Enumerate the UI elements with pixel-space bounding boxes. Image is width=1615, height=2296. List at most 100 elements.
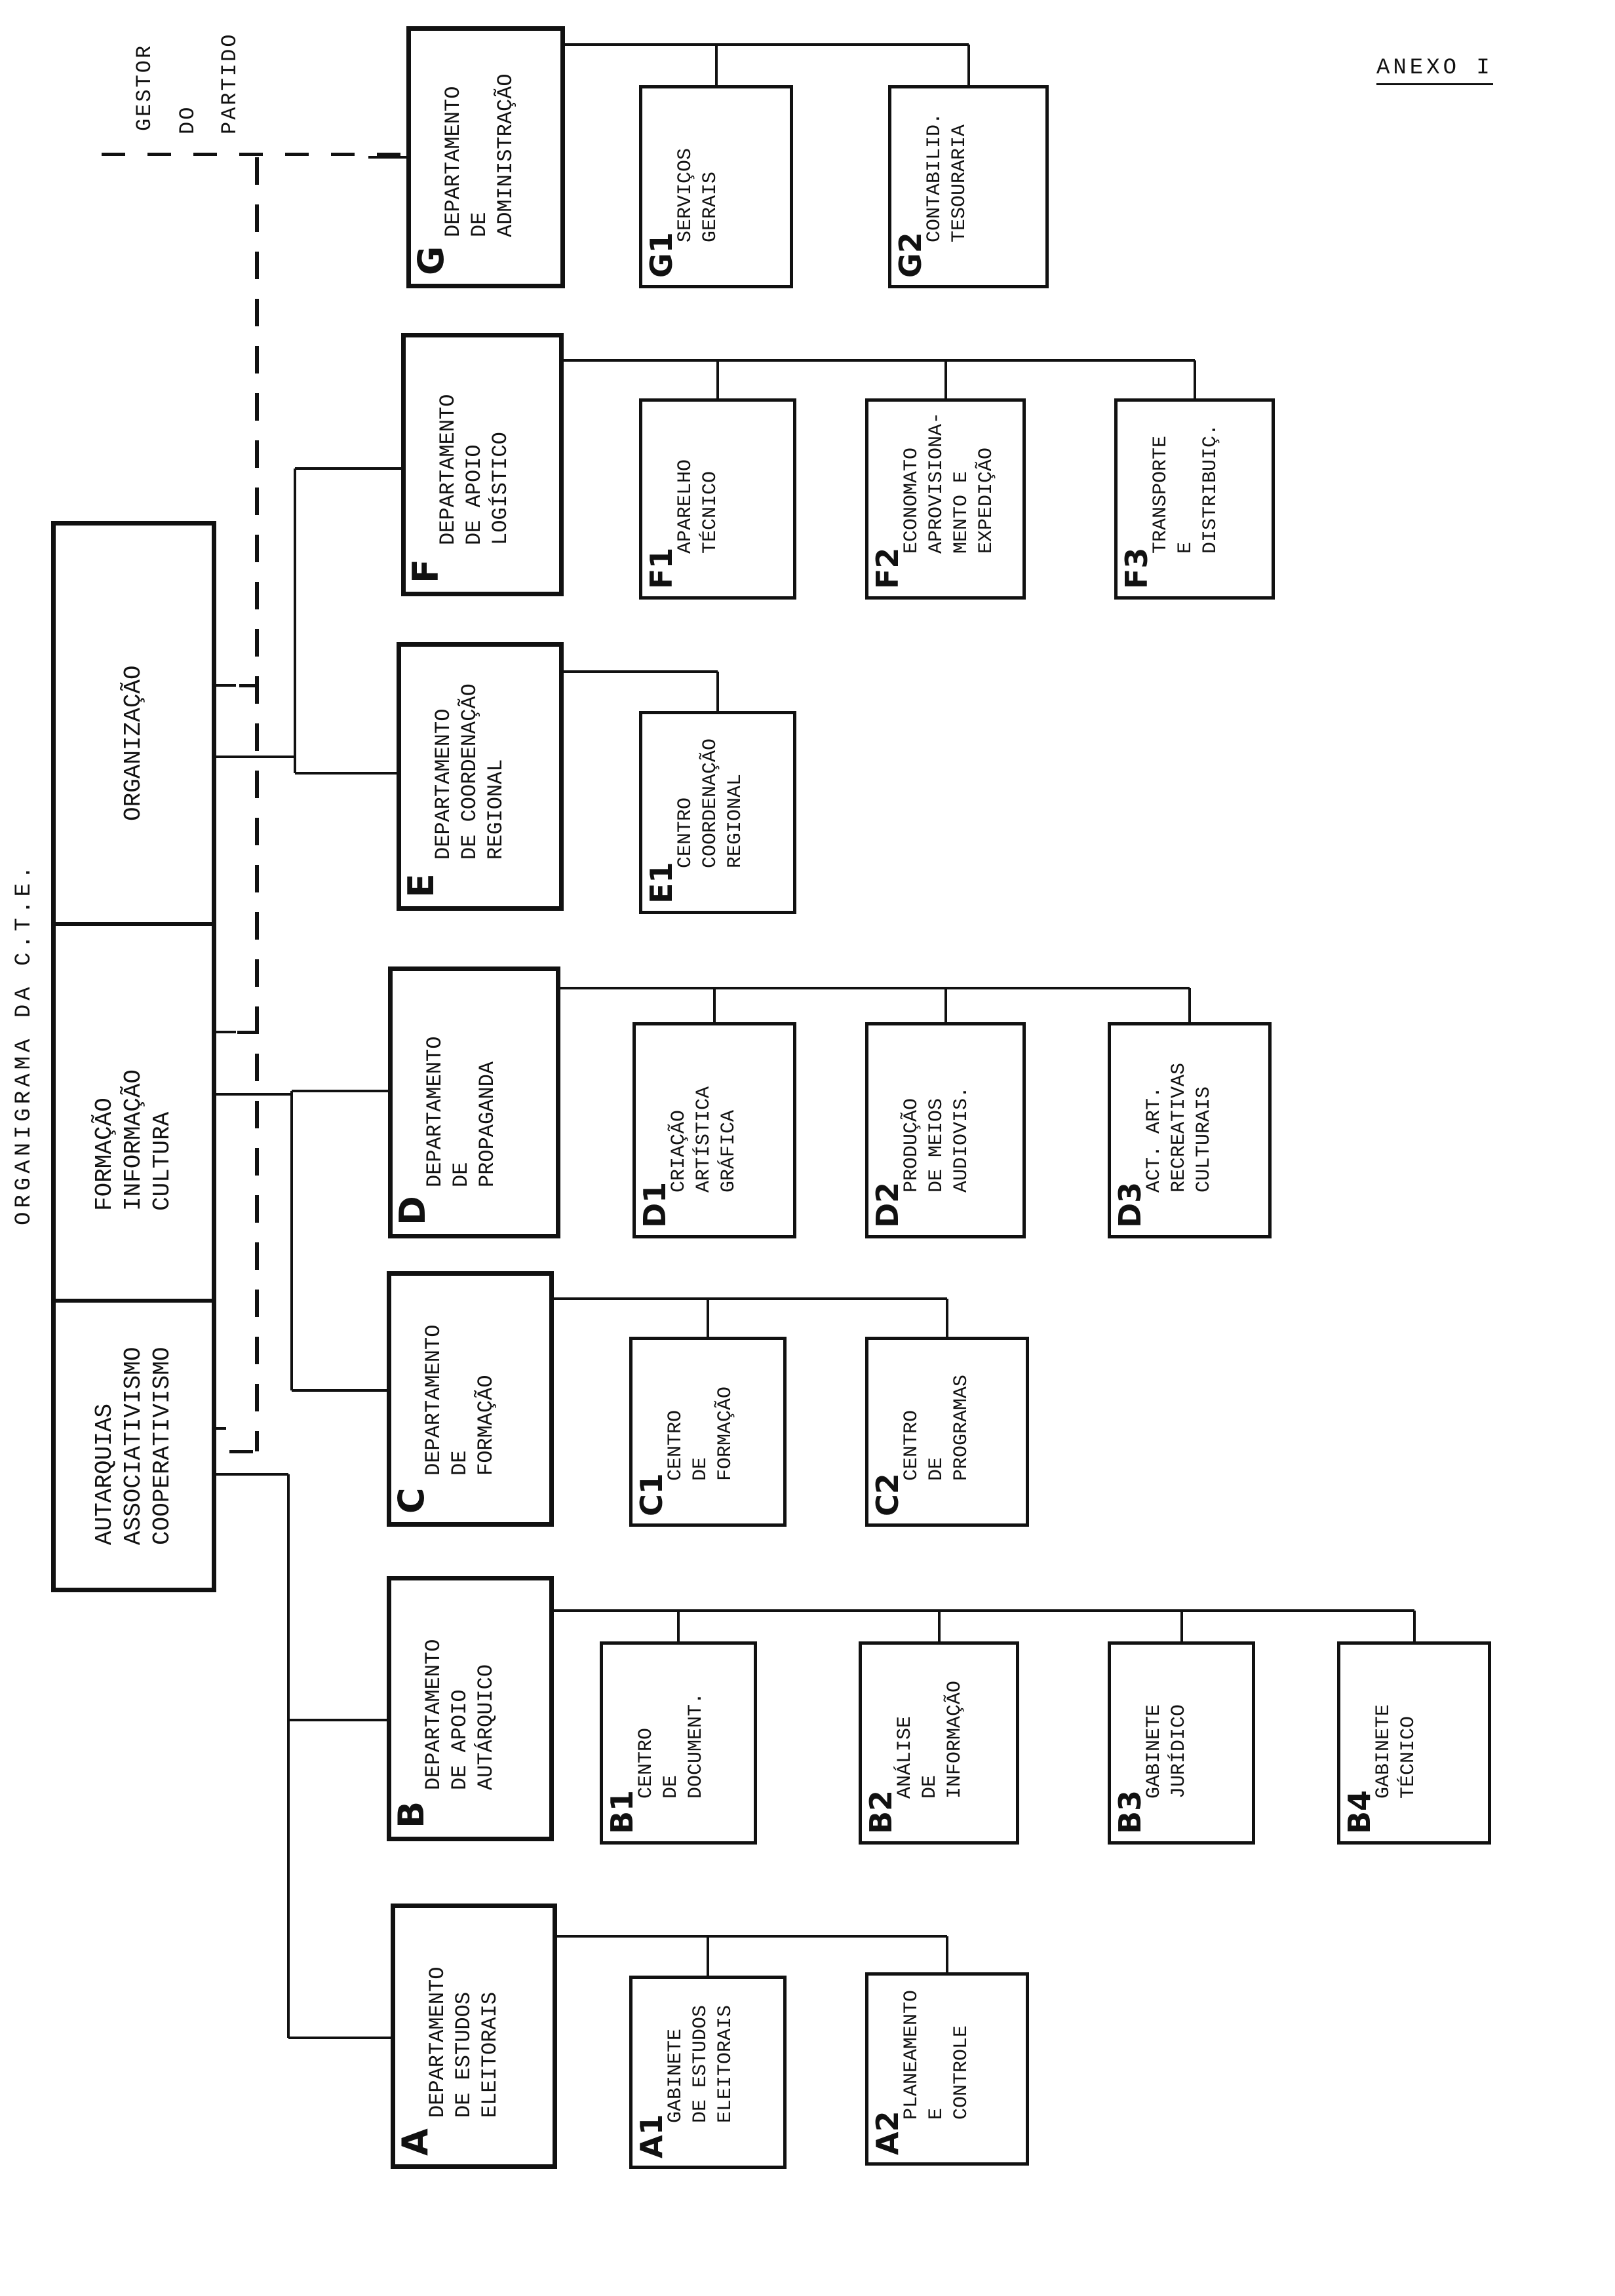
unit-g2-box[interactable] [888,85,1049,288]
manager-dashed-line [255,535,259,562]
label-line: ADMINISTRAÇÃO [494,73,518,237]
unit-code: G2 [893,232,928,278]
label-line: DE ESTUDOS [452,1991,476,2118]
unit-b1-box[interactable] [600,1641,757,1845]
label-line: DEPARTAMENTO [441,86,465,237]
unit-code: D2 [870,1181,905,1228]
unit-connector [944,360,947,398]
manager-dashed-line [255,1006,259,1034]
unit-a2-box[interactable] [865,1972,1029,2166]
manager-dashed-line [255,157,259,185]
label-line: CRIAÇÃO [668,1109,690,1193]
department-d-box[interactable] [388,966,560,1238]
label-line: DEPARTAMENTO [423,1036,447,1187]
area-tie [216,1427,226,1430]
manager-dashed-line [255,1384,259,1411]
manager-label-line: DO [176,105,200,134]
central-committee-box[interactable] [51,521,216,1592]
label-line: EXPEDIÇÃO [975,447,998,554]
label-line: DE [925,1457,948,1481]
unit-connector [967,45,970,85]
label-line: AUDIOVIS. [950,1086,973,1193]
label-line: INFORMAÇÃO [120,1069,147,1211]
label-line: DE APOIO [448,1689,472,1790]
unit-connector [1180,1611,1183,1641]
area-tie [216,1031,236,1033]
unit-connector [946,1936,948,1972]
manager-dashed-line [255,818,259,845]
unit-a1-box[interactable] [629,1976,787,2169]
unit-code: E [400,873,442,898]
unit-b2-box[interactable] [859,1641,1019,1845]
trunk-line [288,2037,391,2039]
unit-d3-box[interactable] [1108,1022,1272,1238]
label-line: REGIONAL [724,773,747,868]
label-line: PROGRAMAS [950,1374,973,1481]
department-e-bus [564,670,718,673]
label-line: CULTURA [149,1111,176,1211]
label-line: DE [449,1162,473,1187]
department-g-bus [565,43,969,46]
manager-dashed-line [255,959,259,987]
manager-dashed-line [255,582,259,609]
department-f-box[interactable] [401,333,564,596]
unit-b4-box[interactable] [1337,1641,1491,1845]
unit-f3-box[interactable] [1114,398,1275,600]
manager-dashed-line [255,299,259,326]
label-line: DE MEIOS [925,1098,948,1193]
unit-b3-box[interactable] [1108,1641,1255,1845]
label-line: E [925,2107,948,2120]
label-line: DOCUMENT. [685,1692,707,1799]
unit-code: G1 [644,232,679,278]
label-line: CONTROLE [950,2025,973,2120]
unit-c2-box[interactable] [865,1337,1029,1527]
department-a-box[interactable] [391,1904,557,2169]
unit-code: A2 [870,2111,905,2155]
unit-code: G [410,246,452,275]
label-line: CENTRO [674,797,697,868]
label-line: ANÁLISE [894,1715,916,1799]
label-line: GABINETE [665,2028,687,2123]
manager-dashed-line [255,629,259,657]
annex-label: ANEXO I [1376,56,1493,85]
department-g-box[interactable] [406,26,565,288]
label-line: AUTARQUIAS [91,1403,118,1545]
unit-connector [716,672,719,711]
department-e-box[interactable] [397,642,564,911]
manager-dashed-line [255,440,259,468]
label-line: GERAIS [699,171,722,242]
unit-f1-box[interactable] [639,398,796,600]
unit-g1-box[interactable] [639,85,793,288]
department-c-box[interactable] [387,1271,554,1527]
department-b-box[interactable] [387,1576,554,1841]
page-title: ORGANIGRAMA DA C.T.E. [12,862,37,1225]
unit-code: B2 [863,1789,899,1834]
unit-d2-box[interactable] [865,1022,1026,1238]
trunk-line [368,156,406,159]
unit-e1-box[interactable] [639,711,796,914]
manager-dashed-line [377,153,400,156]
trunk-line [292,1389,387,1392]
unit-code: C1 [634,1473,669,1516]
label-line: DEPARTAMENTO [421,1639,446,1790]
label-line: APARELHO [674,459,697,554]
manager-dashed-line [255,1195,259,1223]
department-b-bus [554,1609,1414,1612]
label-line: AUTÁRQUICO [474,1664,498,1790]
unit-code: F [405,559,446,583]
manager-dashed-line [239,153,263,156]
unit-f2-box[interactable] [865,398,1026,600]
unit-c1-box[interactable] [629,1337,787,1527]
label-line: SERVIÇOS [674,147,697,242]
unit-d1-box[interactable] [632,1022,796,1238]
label-line: DE [690,1457,712,1481]
